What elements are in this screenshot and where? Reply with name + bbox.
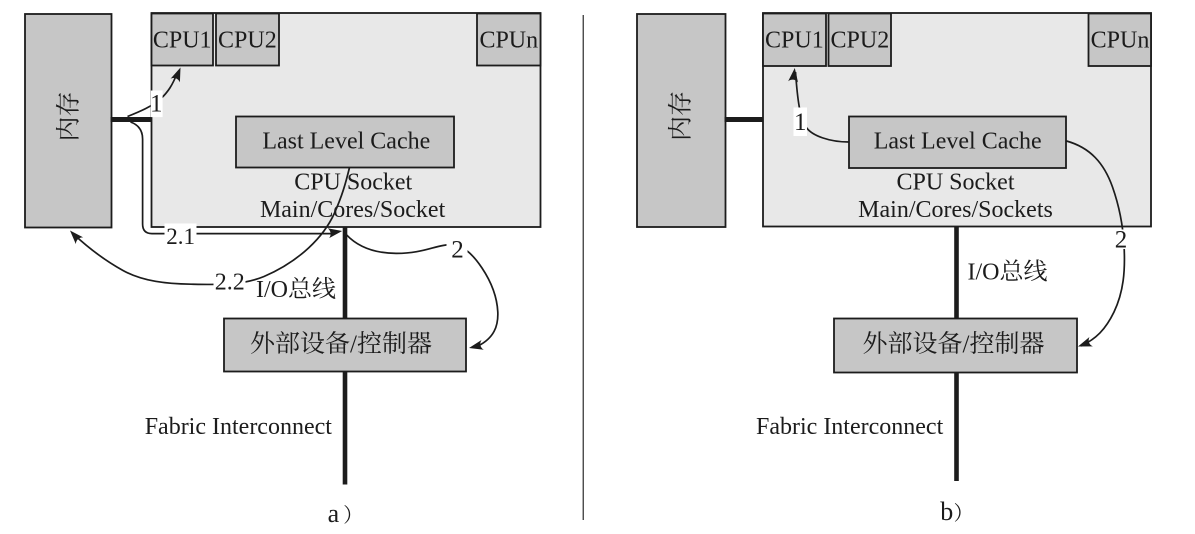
svg-text:Last Level Cache: Last Level Cache [262, 129, 430, 155]
svg-text:2: 2 [451, 237, 464, 264]
svg-text:1: 1 [794, 109, 807, 136]
svg-text:Fabric Interconnect: Fabric Interconnect [145, 414, 333, 440]
svg-text:CPUn: CPUn [1091, 28, 1150, 54]
svg-text:Main/Cores/Sockets: Main/Cores/Sockets [858, 197, 1053, 223]
svg-text:a: a [328, 499, 340, 528]
svg-text:I/O: I/O [968, 260, 1000, 286]
svg-text:/: / [963, 331, 970, 358]
svg-text:CPU Socket: CPU Socket [294, 169, 412, 195]
svg-text:b: b [940, 497, 953, 526]
svg-text:I/O: I/O [256, 277, 288, 303]
svg-text:CPU1: CPU1 [153, 28, 212, 54]
svg-text:1: 1 [150, 91, 163, 118]
svg-text:/: / [350, 331, 357, 358]
svg-text:Main/Cores/Socket: Main/Cores/Socket [260, 197, 446, 223]
svg-text:CPU2: CPU2 [831, 28, 890, 54]
svg-text:CPU Socket: CPU Socket [896, 170, 1014, 196]
svg-text:2.2: 2.2 [215, 270, 245, 296]
svg-text:2.1: 2.1 [166, 224, 195, 249]
svg-text:CPU1: CPU1 [765, 28, 824, 54]
svg-text:Fabric Interconnect: Fabric Interconnect [756, 414, 944, 440]
svg-text:CPU2: CPU2 [218, 28, 277, 54]
svg-text:CPUn: CPUn [479, 28, 538, 54]
svg-text:Last Level Cache: Last Level Cache [874, 129, 1042, 155]
svg-text:2: 2 [1115, 227, 1128, 254]
